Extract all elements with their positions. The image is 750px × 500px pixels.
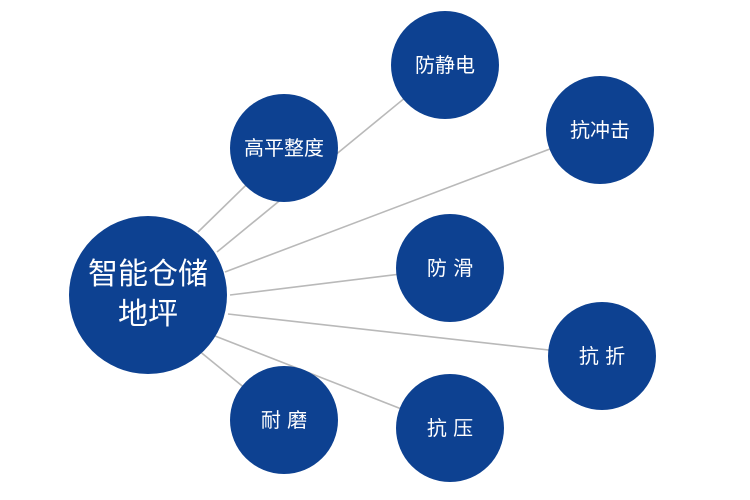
node-naimo: 耐 磨	[230, 366, 338, 474]
center-node-intelligent-storage-floor: 智能仓储 地坪	[69, 216, 227, 374]
node-label: 高平整度	[244, 135, 324, 160]
node-kangzhe: 抗 折	[548, 302, 656, 410]
connector-kangzhe	[227, 313, 603, 357]
node-kangchongji: 抗冲击	[546, 76, 654, 184]
node-fanghua: 防 滑	[396, 214, 504, 322]
node-label: 防 滑	[426, 255, 474, 280]
node-label: 耐 磨	[260, 407, 308, 432]
node-label: 抗 折	[578, 343, 626, 368]
node-label: 防静电	[415, 52, 475, 77]
connector-kangchongji	[224, 129, 601, 273]
center-node-label: 智能仓储 地坪	[88, 256, 208, 333]
node-label: 抗 压	[426, 415, 474, 440]
node-label: 抗冲击	[570, 117, 630, 142]
node-gaopingzhengdu: 高平整度	[230, 94, 338, 202]
node-kangya: 抗 压	[396, 374, 504, 482]
node-fangjingdian: 防静电	[391, 11, 499, 119]
